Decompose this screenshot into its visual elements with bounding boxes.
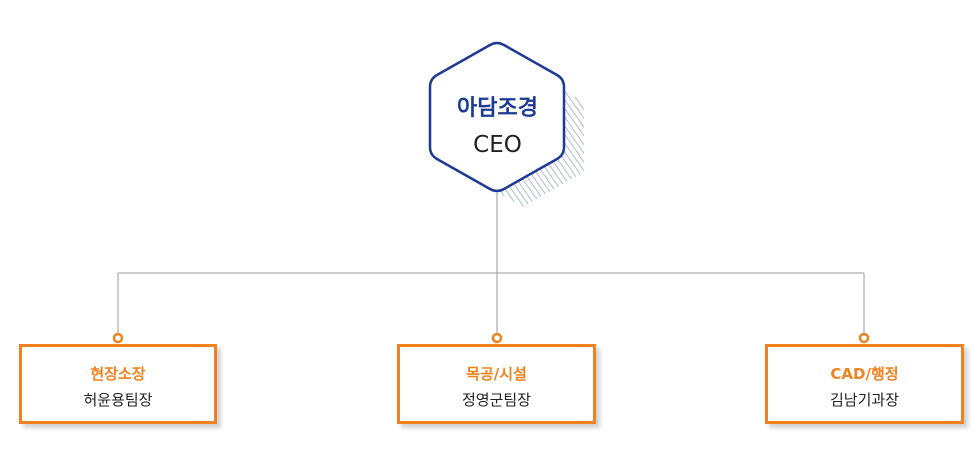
dept-head: 김남기과장: [829, 391, 899, 409]
ceo-company-name: 아담조경: [457, 96, 538, 121]
dept-box-site: 현장소장 허윤용팀장: [19, 344, 217, 424]
dept-name: CAD/행정: [830, 365, 899, 383]
ceo-hexagon: [428, 41, 566, 193]
dept-name: 현장소장: [90, 365, 146, 383]
dept-head: 허윤용팀장: [83, 391, 153, 409]
ceo-role-label: CEO: [473, 132, 522, 158]
dept-box-carpentry: 목공/시설 정영군팀장: [397, 344, 596, 424]
dept-head: 정영군팀장: [461, 391, 531, 409]
connector-dot-center: [491, 332, 503, 344]
connector-dot-right: [858, 332, 870, 344]
dept-name: 목공/시설: [466, 365, 527, 383]
connector-dot-left: [112, 332, 124, 344]
dept-box-cad-admin: CAD/행정 김남기과장: [765, 344, 964, 424]
